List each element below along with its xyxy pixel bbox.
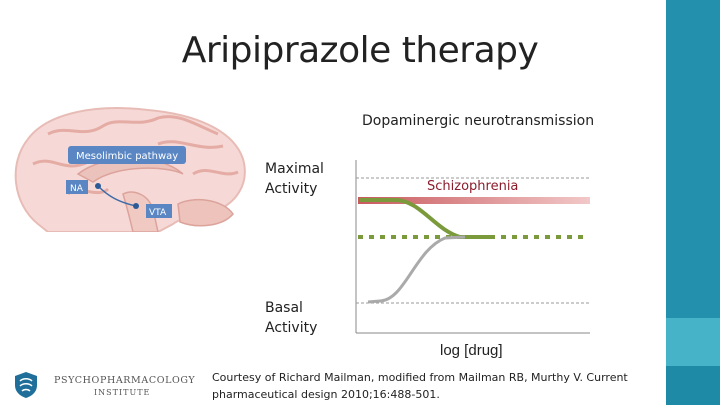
shield-icon bbox=[15, 372, 37, 398]
logo-line2: INSTITUTE bbox=[94, 388, 151, 397]
na-label: NA bbox=[70, 184, 84, 194]
label-basal-activity: Basal Activity bbox=[265, 300, 318, 336]
chart-title: Dopaminergic neurotransmission bbox=[362, 113, 595, 129]
accent-segment bbox=[666, 0, 720, 318]
pathway-label: Mesolimbic pathway bbox=[76, 151, 178, 162]
label-maximal-activity: Maximal Activity bbox=[265, 161, 324, 197]
vta-label: VTA bbox=[149, 208, 167, 218]
green-descending-series bbox=[360, 198, 495, 239]
brain-illustration: Mesolimbic pathway NA VTA bbox=[14, 107, 246, 232]
schizophrenia-band bbox=[358, 197, 590, 204]
activity-chart: Schizophrenia bbox=[355, 160, 590, 334]
credit-citation: Courtesy of Richard Mailman, modified fr… bbox=[212, 371, 628, 401]
x-axis-label: log [drug] bbox=[440, 342, 503, 359]
accent-sidebar bbox=[666, 0, 720, 405]
institute-logo: PSYCHOPHARMACOLOGY INSTITUTE bbox=[14, 371, 195, 401]
schizophrenia-label: Schizophrenia bbox=[427, 179, 518, 194]
accent-segment bbox=[666, 366, 720, 405]
accent-segment bbox=[666, 318, 720, 366]
gray-ascending-series bbox=[367, 235, 466, 304]
logo-line1: PSYCHOPHARMACOLOGY bbox=[54, 375, 196, 386]
slide-title: Aripiprazole therapy bbox=[181, 30, 539, 71]
